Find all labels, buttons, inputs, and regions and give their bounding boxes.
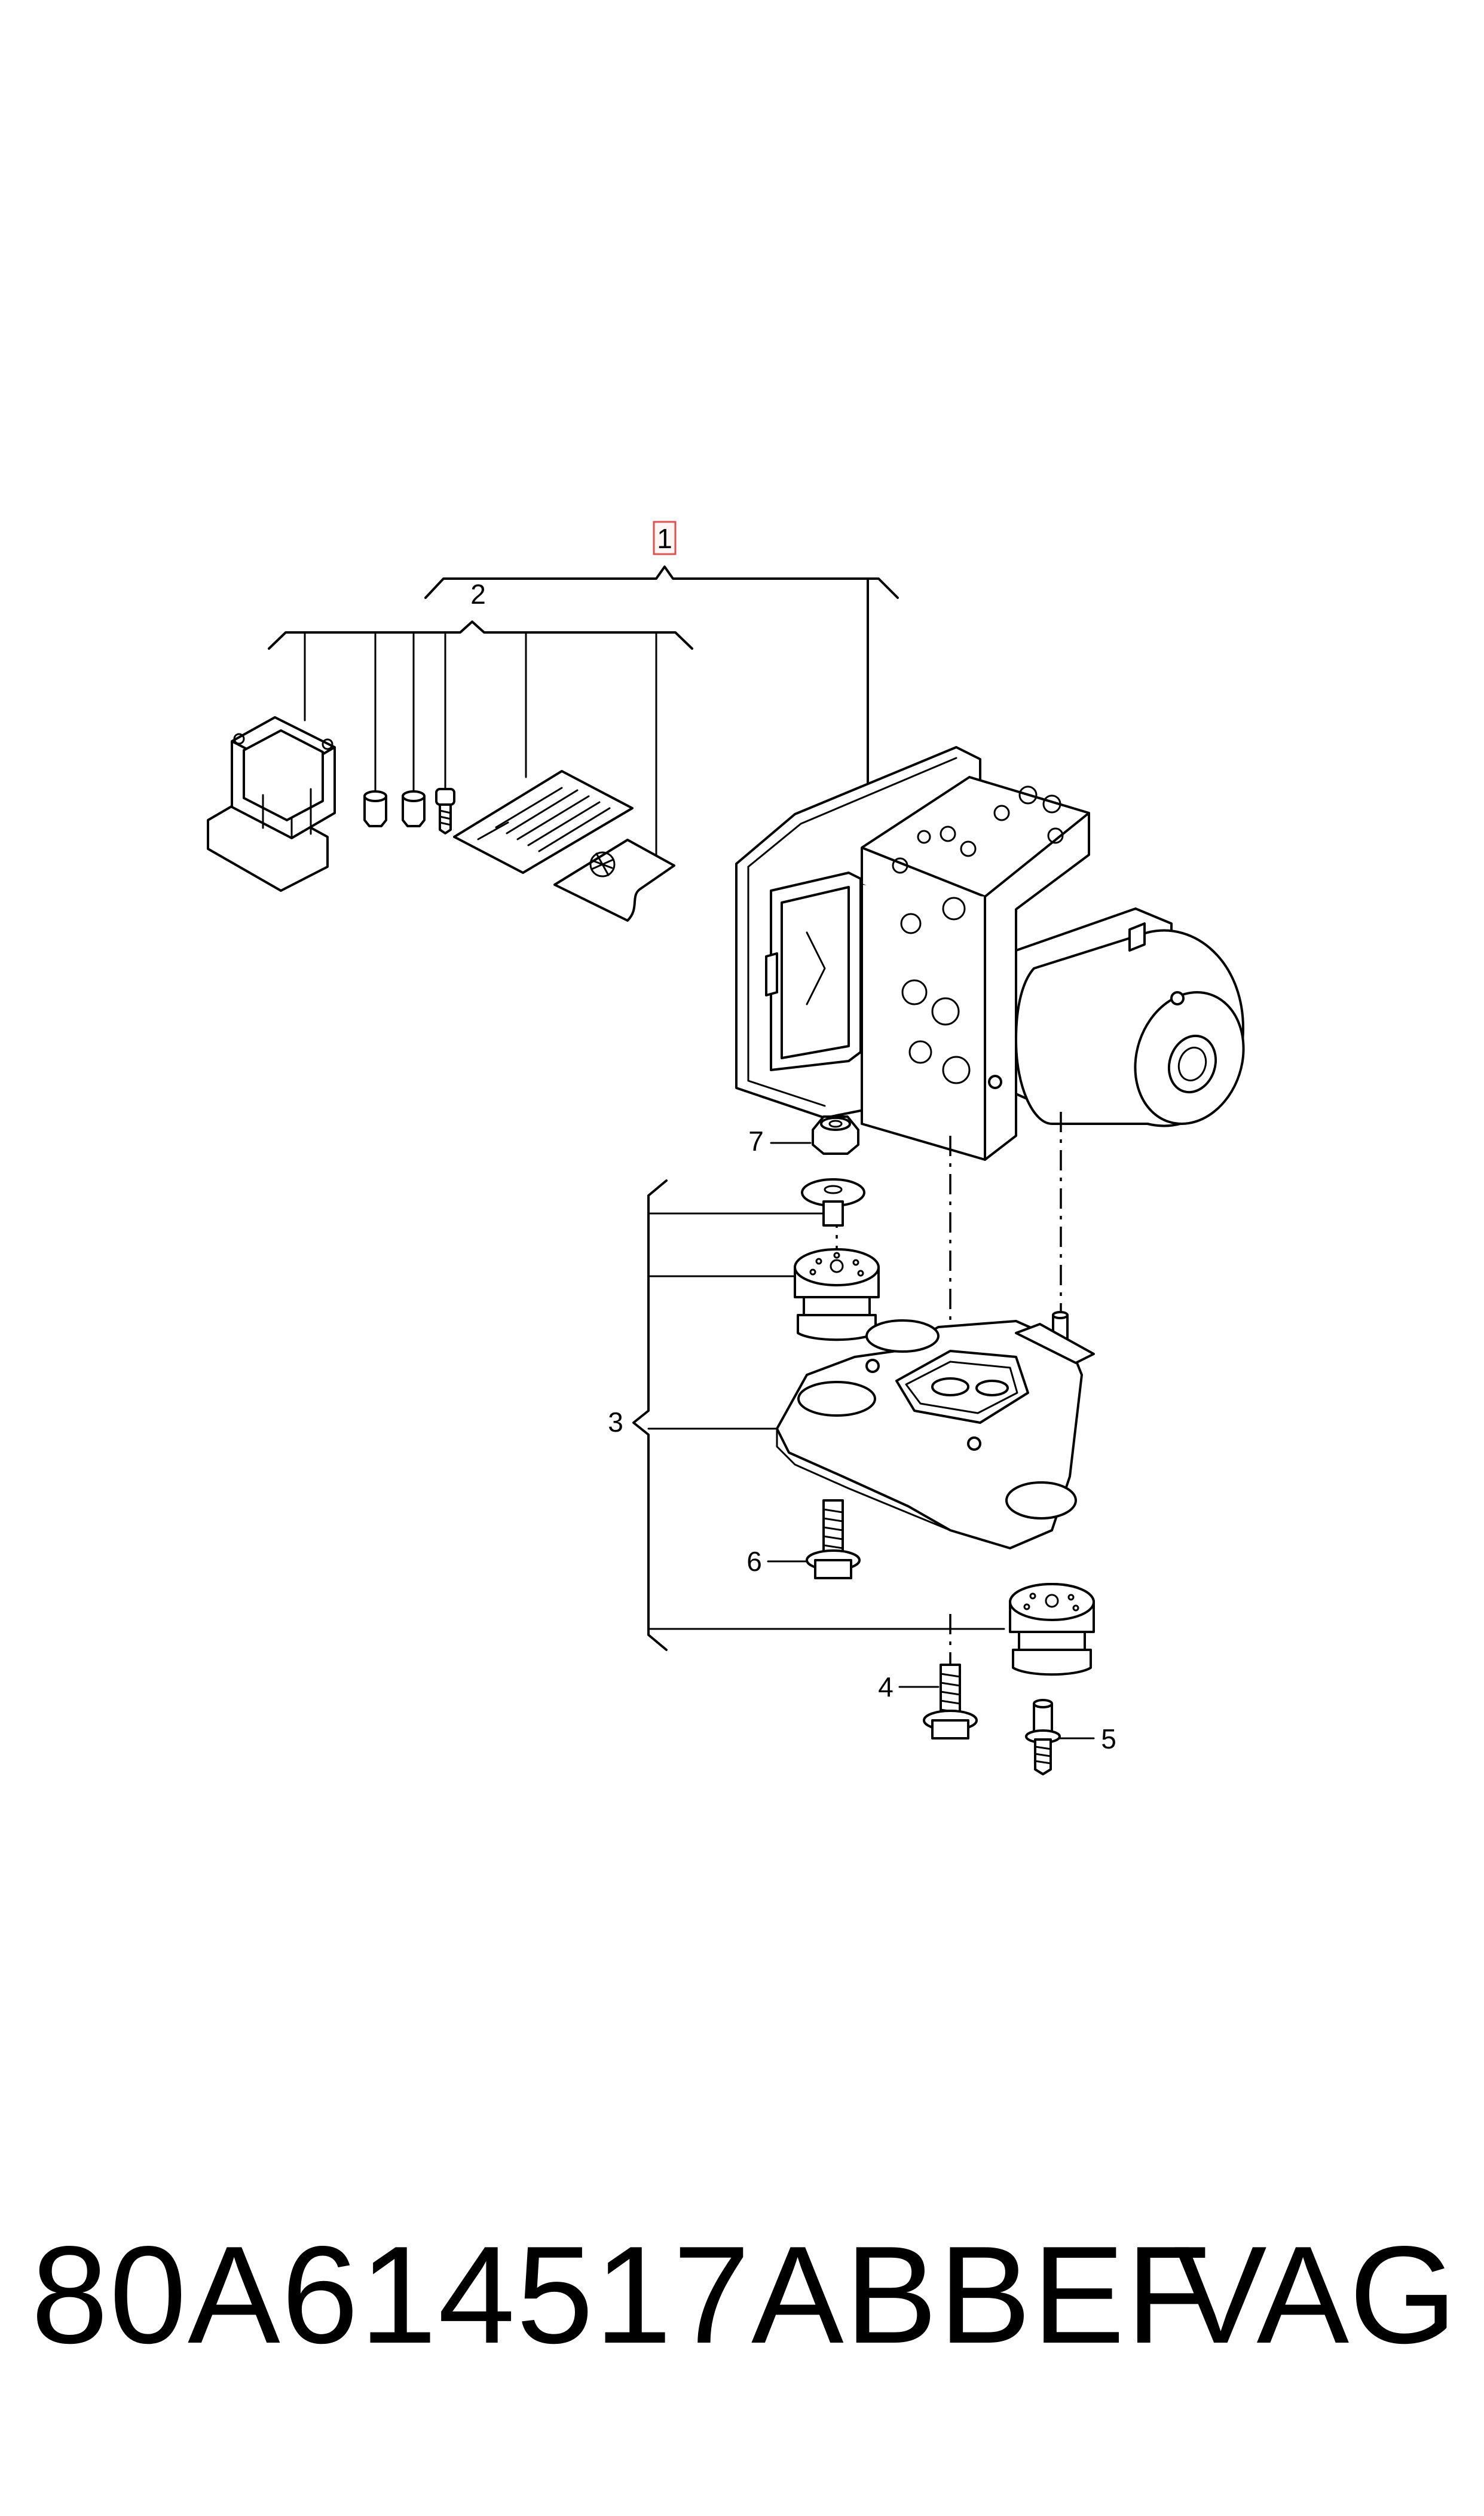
callout-1[interactable]: 1 bbox=[653, 521, 677, 555]
hex-nut-icon bbox=[812, 1115, 859, 1155]
part-number: 80A614517ABBEF bbox=[31, 2218, 1212, 2373]
abs-hydraulic-unit[interactable] bbox=[735, 746, 1260, 1161]
callout-4[interactable]: 4 bbox=[878, 1671, 894, 1702]
mounting-bracket-icon[interactable] bbox=[776, 1311, 1095, 1549]
stud-bolt-icon bbox=[1025, 1699, 1061, 1775]
brand-name: VAG bbox=[1174, 2218, 1457, 2373]
sealing-plug-icon bbox=[402, 790, 426, 827]
callout-3[interactable]: 3 bbox=[608, 1407, 623, 1438]
bolt-icon bbox=[806, 1499, 861, 1579]
bracket-2 bbox=[268, 620, 693, 650]
instruction-sheet-icon bbox=[453, 770, 634, 874]
callout-2[interactable]: 2 bbox=[470, 579, 486, 610]
control-unit-icon bbox=[207, 716, 336, 892]
rubber-grommet-icon bbox=[1009, 1583, 1095, 1676]
bracket-3-leaders bbox=[647, 1212, 1005, 1630]
svg-text:1: 1 bbox=[657, 523, 672, 554]
callout-7[interactable]: 7 bbox=[748, 1126, 764, 1157]
bracket-3 bbox=[632, 1179, 668, 1651]
callout-6[interactable]: 6 bbox=[746, 1546, 762, 1577]
washer-sleeve-icon bbox=[801, 1178, 865, 1227]
footer: 80A614517ABBEF VAG bbox=[0, 2206, 1484, 2385]
sealing-plug-icon bbox=[363, 790, 387, 827]
bracket-1 bbox=[424, 565, 899, 599]
callout-5[interactable]: 5 bbox=[1101, 1723, 1116, 1754]
label-sticker-icon bbox=[553, 839, 675, 922]
rubber-grommet-icon bbox=[794, 1248, 880, 1341]
screw-icon bbox=[435, 788, 455, 834]
bracket-2-leaders bbox=[304, 631, 657, 862]
bolt-icon bbox=[923, 1664, 978, 1740]
